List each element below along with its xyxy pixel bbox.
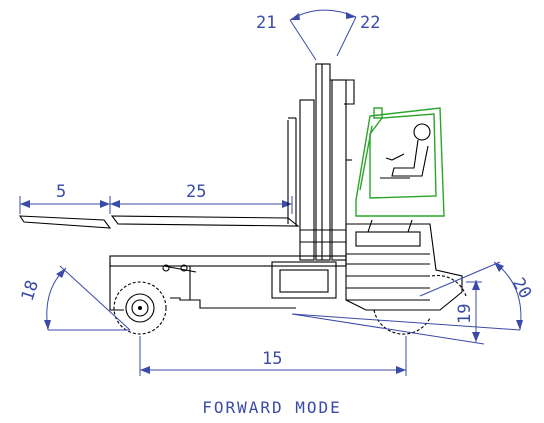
rear-wheel xyxy=(373,274,467,335)
dimension-label-22: 22 xyxy=(360,13,380,33)
front-approach-angle: 18 xyxy=(18,265,131,331)
mast xyxy=(299,63,355,261)
mast-tilt-dimension: 21 22 xyxy=(256,9,380,61)
dimension-label-21: 21 xyxy=(256,13,276,33)
dimension-label-19: 19 xyxy=(455,304,475,324)
chassis xyxy=(109,219,463,311)
dimension-label-5: 5 xyxy=(56,182,66,202)
fork-length-dimensions: 5 25 xyxy=(19,182,293,214)
wheelbase-dimension: 15 xyxy=(139,336,407,376)
dimension-label-15: 15 xyxy=(262,349,282,369)
dimension-label-25: 25 xyxy=(186,182,206,202)
dimension-label-18: 18 xyxy=(18,278,43,304)
forks xyxy=(18,117,300,229)
front-wheel xyxy=(113,281,167,335)
operator-cab xyxy=(355,107,445,217)
mode-caption: FORWARD MODE xyxy=(202,398,342,417)
dimension-label-20: 20 xyxy=(508,275,536,303)
